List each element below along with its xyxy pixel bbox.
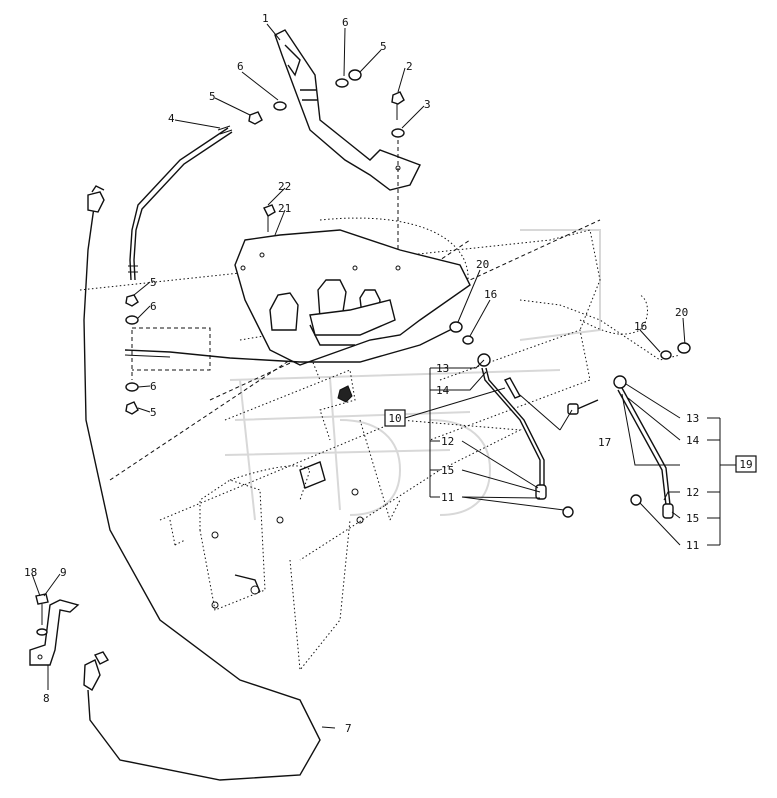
callout-label: 5 <box>380 40 387 53</box>
callout-label: 12 <box>686 486 699 499</box>
fitting-washers <box>337 321 691 403</box>
callout-label: 5 <box>150 406 157 419</box>
hydraulic-line-left <box>477 353 574 518</box>
callout-label: 4 <box>168 112 175 125</box>
ref-box-label: 19 <box>739 458 752 471</box>
callout-label: 3 <box>424 98 431 111</box>
callout-label: 20 <box>675 306 688 319</box>
callout-label: 1 <box>262 12 269 25</box>
control-rod <box>128 125 233 281</box>
boxed-reference-19: 19 <box>735 455 757 473</box>
callout-label: 6 <box>150 380 157 393</box>
pedal-fasteners <box>248 69 405 260</box>
callout-label: 12 <box>441 435 454 448</box>
cable-bracket <box>29 593 80 666</box>
callout-label: 22 <box>278 180 291 193</box>
callout-label: 14 <box>436 384 450 397</box>
callout-label: 13 <box>436 362 449 375</box>
throttle-cable <box>83 185 321 781</box>
callout-label: 6 <box>237 60 244 73</box>
callout-label: 16 <box>484 288 497 301</box>
callout-label: 14 <box>686 434 700 447</box>
callout-label: 9 <box>60 566 67 579</box>
callout-label: 11 <box>441 491 454 504</box>
callout-label: 5 <box>209 90 216 103</box>
callout-label: 20 <box>476 258 489 271</box>
callout-label: 6 <box>342 16 349 29</box>
callout-label: 2 <box>406 60 413 73</box>
callout-label: 5 <box>150 276 157 289</box>
callout-label: 7 <box>345 722 352 735</box>
callout-label: 17 <box>598 436 611 449</box>
floor-plate <box>234 204 471 366</box>
callout-label: 18 <box>24 566 37 579</box>
callout-label: 21 <box>278 202 291 215</box>
hydraulic-line-right <box>567 375 674 519</box>
boxed-reference-10: 10 <box>384 409 406 427</box>
callout-label: 8 <box>43 692 50 705</box>
ref-box-label: 10 <box>388 412 401 425</box>
callout-labels: 1 2 3 4 5 5 5 5 6 6 6 6 7 8 9 18 22 21 2… <box>24 12 700 735</box>
callout-label: 11 <box>686 539 699 552</box>
callout-label: 6 <box>150 300 157 313</box>
callout-label: 13 <box>686 412 699 425</box>
callout-leaders <box>31 23 736 729</box>
callout-label: 15 <box>686 512 699 525</box>
floor-panel-edge <box>124 324 461 363</box>
callout-label: 16 <box>634 320 647 333</box>
pedal-bracket <box>274 29 421 191</box>
callout-label: 15 <box>441 464 454 477</box>
